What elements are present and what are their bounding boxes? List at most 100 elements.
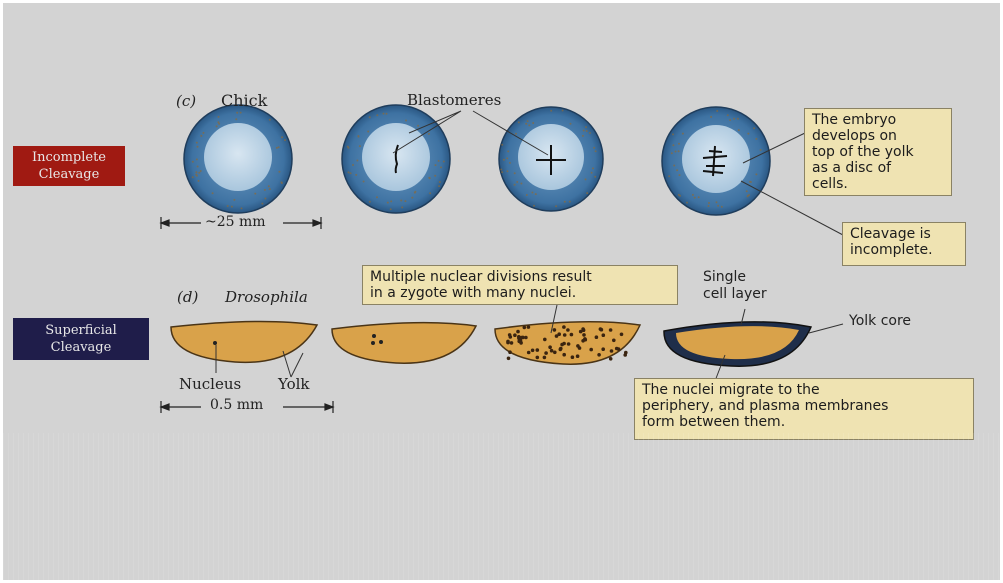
yolk-speckle — [440, 166, 442, 168]
migrate-callout-line: The nuclei migrate to the — [642, 382, 966, 398]
yolk-speckle — [231, 206, 233, 208]
yolk-core-pointer — [809, 324, 843, 333]
chick-egg-3 — [499, 107, 603, 211]
nucleus-dot — [536, 348, 540, 352]
nucleus-dot — [584, 338, 588, 342]
drosophila-embryo-3 — [495, 322, 640, 364]
yolk-speckle — [197, 146, 199, 148]
yolk-speckle — [284, 139, 286, 141]
yolk-speckle — [518, 121, 520, 123]
yolk-speckle — [200, 170, 202, 172]
nucleus-dot — [543, 356, 547, 360]
yolk-speckle — [506, 157, 508, 159]
nucleus-dot — [543, 338, 547, 342]
yolk-speckle — [264, 198, 266, 200]
yolk-speckle — [439, 181, 441, 183]
yolk-speckle — [350, 172, 352, 174]
nucleus-dot — [624, 351, 628, 355]
yolk-speckle — [369, 201, 371, 203]
single-cell-layer-line: cell layer — [703, 286, 767, 303]
yolk-speckle — [591, 172, 593, 174]
yolk-speckle — [527, 120, 529, 122]
nucleus-dot — [589, 348, 593, 352]
yolk-speckle — [515, 133, 517, 135]
yolk-speckle — [355, 174, 357, 176]
nucleus-dot — [548, 345, 552, 349]
nucleus-dot — [571, 355, 575, 359]
yolk-speckle — [390, 208, 392, 210]
yolk-speckle — [694, 197, 696, 199]
yolk-speckle — [216, 125, 218, 127]
yolk-speckle — [233, 199, 235, 201]
migrate-callout-line: periphery, and plasma membranes — [642, 398, 966, 414]
nucleus-dot — [544, 351, 548, 355]
yolk-speckle — [281, 182, 283, 184]
yolk-speckle — [501, 144, 503, 146]
yolk-speckle — [500, 169, 502, 171]
yolk-speckle — [434, 175, 436, 177]
yolk-speckle — [738, 129, 740, 131]
nucleus-dot — [559, 348, 563, 352]
drosophila-embryo-1 — [171, 321, 317, 362]
yolk-speckle — [195, 171, 197, 173]
yolk-speckle — [678, 150, 680, 152]
nucleus-dot — [566, 328, 570, 332]
yolk-speckle — [376, 114, 378, 116]
yolk-speckle — [400, 200, 402, 202]
yolk-speckle — [531, 192, 533, 194]
yolk-speckle — [227, 205, 229, 207]
panel-c-letter: (c) — [176, 92, 196, 110]
drosophila-label: Drosophila — [225, 288, 308, 306]
yolk-speckle — [429, 192, 431, 194]
nucleus-dot — [567, 342, 571, 346]
yolk-speckle — [401, 206, 403, 208]
yolk-speckle — [710, 116, 712, 118]
nucleus-dot — [531, 349, 535, 353]
chick-scale-label: ~25 mm — [205, 214, 266, 230]
single-cell-layer-line: Single — [703, 269, 767, 286]
yolk-speckle — [535, 193, 537, 195]
drosophila-embryo-2 — [332, 323, 476, 364]
nucleus-dot — [553, 328, 557, 332]
divisions-callout-line: in a zygote with many nuclei. — [370, 285, 670, 301]
nucleus-dot — [579, 330, 583, 334]
yolk-speckle — [196, 142, 198, 144]
yolk-speckle — [198, 172, 200, 174]
yolk-speckle — [357, 135, 359, 137]
yolk-speckle — [532, 122, 534, 124]
nucleus-dot — [527, 325, 531, 329]
drosophila-embryo-4 — [664, 322, 811, 366]
yolk-speckle — [562, 110, 564, 112]
yolk-speckle — [236, 112, 238, 114]
yolk-speckle — [241, 207, 243, 209]
yolk-speckle — [585, 178, 587, 180]
yolk-speckle — [526, 194, 528, 196]
yolk-speckle — [197, 166, 199, 168]
nucleus-dot — [602, 333, 606, 337]
yolk-speckle — [673, 165, 675, 167]
yolk-speckle — [264, 189, 266, 191]
nucleus-dot — [576, 344, 580, 348]
yolk-speckle — [356, 160, 358, 162]
yolk-speckle — [405, 120, 407, 122]
diagram-canvas: Incomplete Cleavage Superficial Cleavage — [3, 3, 1000, 580]
nucleus-dot — [524, 336, 528, 340]
yolk-core-label: Yolk core — [849, 313, 911, 329]
nucleus-dot — [560, 343, 564, 347]
yolk-speckle — [678, 143, 680, 145]
nucleus-dot — [527, 351, 531, 355]
yolk-speckle — [525, 123, 527, 125]
yolk-speckle — [411, 197, 413, 199]
yolk-speckle — [443, 161, 445, 163]
yolk-speckle — [586, 130, 588, 132]
yolk-speckle — [692, 194, 694, 196]
yolk-speckle — [376, 196, 378, 198]
yolk-speckle — [594, 176, 596, 178]
yolk-speckle — [716, 110, 718, 112]
yolk-speckle — [585, 126, 587, 128]
nucleus-dot — [570, 333, 574, 337]
yolk-speckle — [386, 113, 388, 115]
nucleus-dot — [620, 333, 624, 337]
yolk-speckle — [203, 132, 205, 134]
yolk-speckle — [727, 114, 729, 116]
